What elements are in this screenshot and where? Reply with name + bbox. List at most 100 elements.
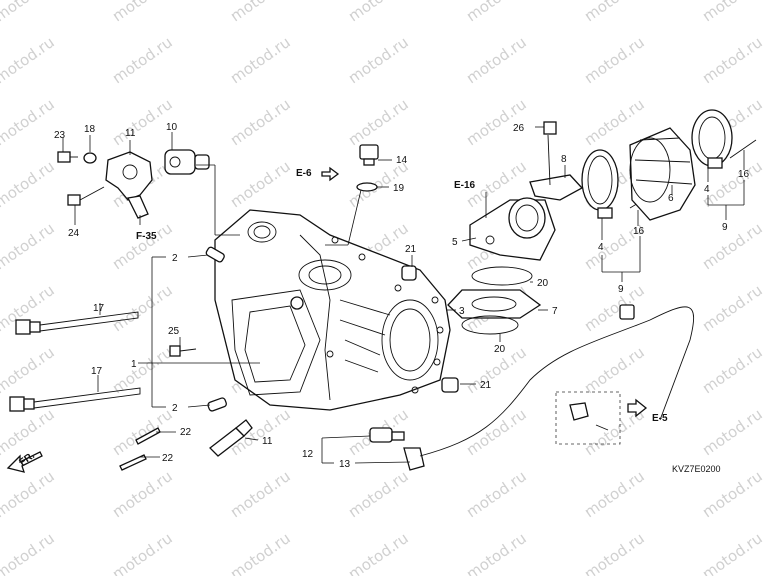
watermark-text: motod.ru — [463, 467, 530, 521]
watermark-text: motod.ru — [0, 219, 58, 273]
watermark-text: motod.ru — [345, 33, 412, 87]
ref-e16: E-16 — [454, 180, 476, 191]
dowel-pins — [205, 246, 227, 412]
watermark-text: motod.ru — [581, 343, 648, 397]
watermark-text: motod.ru — [699, 33, 766, 87]
callout-16-left: 16 — [633, 226, 645, 237]
watermark-text: motod.ru — [227, 467, 294, 521]
hose-clamp-left — [581, 149, 651, 219]
callout-1: 1 — [131, 359, 137, 370]
callout-20-lower: 20 — [494, 344, 506, 355]
watermark-text: motod.ru — [0, 157, 58, 211]
callout-8: 8 — [561, 154, 567, 165]
watermark-text: motod.ru — [109, 529, 176, 576]
watermark-text: motod.ru — [345, 467, 412, 521]
watermark-text: motod.ru — [463, 0, 530, 25]
callout-20-upper: 20 — [537, 278, 549, 289]
watermark-text: motod.ru — [109, 219, 176, 273]
callout-4-left: 4 — [598, 242, 604, 253]
callout-14: 13 — [339, 459, 351, 470]
watermark-text: motod.ru — [0, 529, 58, 576]
thermostat-housing — [105, 151, 153, 219]
callout-6: 6 — [668, 193, 674, 204]
o2-sensor — [369, 304, 694, 471]
callout-21-upper: 22 — [180, 427, 192, 438]
ref-f35: F-35 — [136, 231, 157, 242]
watermark-text: motod.ru — [699, 467, 766, 521]
watermark-text: motod.ru — [345, 0, 412, 25]
callout-17-upper: 17 — [93, 303, 105, 314]
long-bolts — [9, 311, 141, 412]
watermark-text: motod.ru — [345, 529, 412, 576]
watermark-text: motod.ru — [699, 529, 766, 576]
intake-bracket — [529, 121, 584, 201]
watermark-text: motod.ru — [581, 529, 648, 576]
watermark-text: motod.ru — [0, 0, 58, 25]
callout-26: 26 — [513, 123, 525, 134]
ref-e6-arrow-icon — [321, 166, 340, 182]
watermark-text: motod.ru — [581, 33, 648, 87]
spark-plug — [209, 419, 253, 457]
callout-22-lower: 21 — [480, 380, 492, 391]
front-arrow-icon — [6, 451, 43, 473]
callout-24: 24 — [68, 228, 80, 239]
watermark-text: motod.ru — [227, 157, 294, 211]
watermark-text: motod.ru — [581, 0, 648, 25]
watermark-text: motod.ru — [227, 95, 294, 149]
bolt-25 — [169, 345, 197, 357]
reference-labels: E-6 F-35 E-16 E-5 — [136, 166, 668, 424]
leader-lines — [62, 126, 745, 464]
callout-15: 14 — [396, 155, 408, 166]
watermark-text: motod.ru — [109, 281, 176, 335]
callout-2-lower: 2 — [172, 403, 178, 414]
watermark-text: motod.ru — [345, 95, 412, 149]
callout-21-lower: 22 — [162, 453, 174, 464]
callout-23: 23 — [54, 130, 66, 141]
connecting-tube — [629, 127, 696, 221]
callout-labels: 23 18 11 10 24 17 17 2 2 1 25 22 22 11 1… — [54, 122, 750, 470]
watermark-text: motod.ru — [463, 529, 530, 576]
watermark-text: motod.ru — [0, 343, 58, 397]
watermark-text: motod.ru — [227, 33, 294, 87]
small-bolts-left — [57, 151, 105, 206]
callout-19: 19 — [393, 183, 405, 194]
callout-9-right: 9 — [722, 222, 728, 233]
watermark-text: motod.ru — [699, 0, 766, 25]
watermark-text: motod.ru — [581, 281, 648, 335]
callout-9-left: 9 — [618, 284, 624, 295]
callout-17-lower: 17 — [91, 366, 103, 377]
callout-2-upper: 2 — [172, 253, 178, 264]
callout-4-right: 4 — [704, 184, 710, 195]
watermark-text: motod.ru — [699, 281, 766, 335]
callout-25: 25 — [168, 326, 180, 337]
watermark-text: motod.ru — [109, 0, 176, 25]
callout-16-right: 16 — [738, 169, 750, 180]
diagram-code: KVZ7E0200 — [672, 464, 721, 474]
pipe-fitting — [164, 149, 210, 175]
watermark-text: motod.ru — [699, 343, 766, 397]
callout-7: 7 — [552, 306, 558, 317]
watermark-text: motod.ru — [463, 33, 530, 87]
callout-22-upper: 21 — [405, 244, 417, 255]
watermark-text: motod.ru — [581, 467, 648, 521]
watermark-text: motod.ru — [0, 33, 58, 87]
callout-13: 12 — [302, 449, 314, 460]
gaskets-o-rings — [447, 266, 542, 335]
cylinder-head — [214, 209, 451, 411]
callout-18: 18 — [84, 124, 96, 135]
ref-e5: E-5 — [652, 413, 668, 424]
watermark-text: motod.ru — [109, 467, 176, 521]
watermark-text: motod.ru — [0, 95, 58, 149]
watermark-text: motod.ru — [109, 343, 176, 397]
callout-12: 11 — [262, 436, 273, 447]
ref-e6: E-6 — [296, 168, 312, 179]
callout-10: 10 — [166, 122, 178, 133]
insulator — [469, 197, 556, 261]
temp-sensor — [356, 144, 379, 192]
watermark-text: motod.ru — [227, 529, 294, 576]
watermark-text: motod.ru — [463, 405, 530, 459]
watermark-text: motod.ru — [699, 405, 766, 459]
watermark-text: motod.ru — [227, 0, 294, 25]
